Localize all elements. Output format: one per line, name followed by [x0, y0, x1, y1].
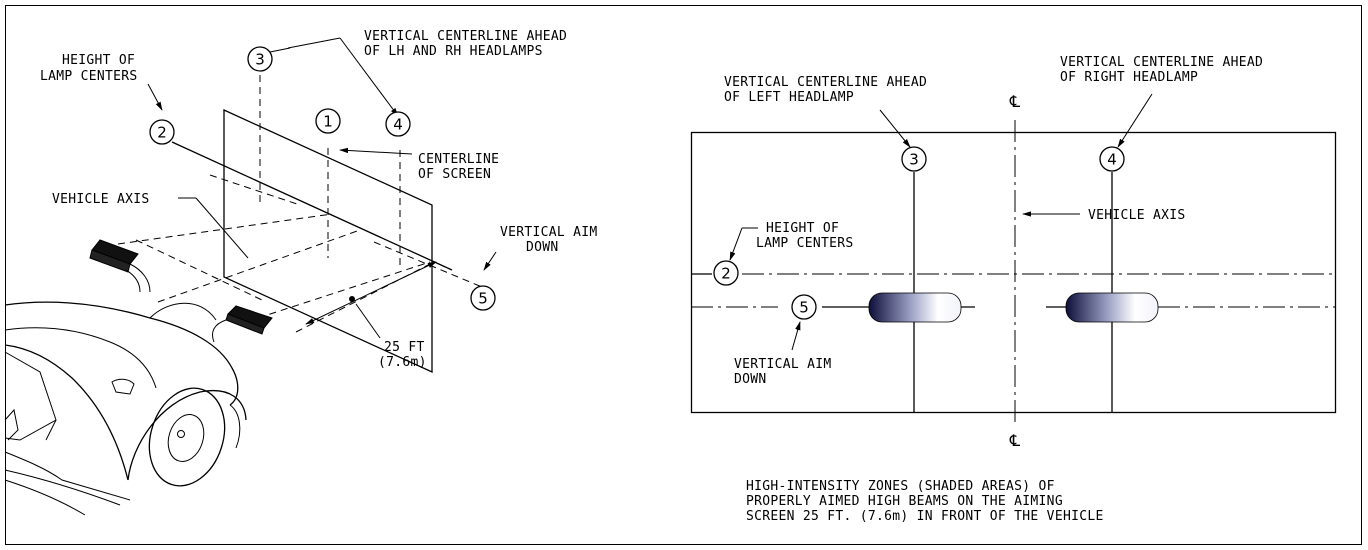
label-left-headlamp-line1: VERTICAL CENTERLINE AHEAD — [724, 75, 927, 90]
label-distance-line2: (7.6m) — [378, 355, 427, 370]
label-right-headlamp-line2: OF RIGHT HEADLAMP — [1060, 70, 1198, 85]
centerline-symbol-top: ℄ — [1009, 92, 1021, 111]
label-right-height-line1: HEIGHT OF — [766, 221, 839, 236]
label-vertical-centerline-lh-rh-line1: VERTICAL CENTERLINE AHEAD — [364, 29, 567, 44]
callout-right-3-number: 3 — [909, 151, 919, 169]
callout-5-number: 5 — [478, 290, 488, 308]
height-of-lamp-centers-line — [171, 141, 453, 271]
leader-2 — [147, 83, 163, 111]
caption-line1: HIGH-INTENSITY ZONES (SHADED AREAS) OF — [746, 479, 1055, 494]
label-right-headlamp-line1: VERTICAL CENTERLINE AHEAD — [1060, 55, 1263, 70]
callout-right-2: 2 — [713, 260, 739, 286]
label-right-vertical-aim-line2: DOWN — [734, 372, 767, 387]
callout-2: 2 — [149, 119, 175, 145]
callout-2-number: 2 — [157, 124, 167, 142]
callout-4-number: 4 — [393, 116, 403, 134]
leader-right-3 — [879, 109, 911, 148]
label-vehicle-axis-left: VEHICLE AXIS — [52, 192, 150, 207]
label-vehicle-axis-right: VEHICLE AXIS — [1088, 208, 1186, 223]
aiming-screen — [223, 108, 433, 374]
diagram-frame — [5, 5, 1362, 545]
distance-marker — [349, 296, 355, 302]
leader-right-5 — [791, 321, 801, 351]
label-vertical-aim-down-line2: DOWN — [526, 240, 559, 255]
callout-3-number: 3 — [255, 51, 265, 69]
callout-1: 1 — [315, 108, 341, 134]
right-lamp-projection — [373, 241, 483, 288]
vehicle-outline — [4, 301, 247, 516]
screen-front-view: ℄ ℄ 3 4 2 5 VERTICAL CENTERLINE AHEAD OF… — [690, 55, 1337, 524]
label-vertical-aim-down-line1: VERTICAL AIM — [500, 225, 598, 240]
callout-right-5: 5 — [791, 294, 817, 320]
distance-dimension-line — [305, 261, 437, 325]
vehicle-axis-line — [135, 239, 263, 301]
right-high-intensity-zone — [1065, 292, 1159, 323]
right-lamp-ground-ray — [257, 261, 431, 319]
callout-1-number: 1 — [323, 113, 333, 131]
leader-centerline-screen — [339, 147, 413, 155]
leader-right-4 — [1117, 93, 1153, 148]
aiming-screen-rect — [690, 131, 1337, 414]
left-lamp-upper-ray — [117, 213, 333, 245]
callout-right-4-number: 4 — [1107, 151, 1117, 169]
label-centerline-of-screen-line1: CENTERLINE — [418, 152, 499, 167]
label-centerline-of-screen-line2: OF SCREEN — [418, 167, 491, 182]
callout-right-2-number: 2 — [721, 265, 731, 283]
callout-5: 5 — [470, 285, 496, 311]
leader-vertical-aim — [483, 251, 497, 271]
caption-line2: PROPERLY AIMED HIGH BEAMS ON THE AIMING — [746, 494, 1063, 509]
label-left-headlamp-line2: OF LEFT HEADLAMP — [724, 90, 854, 105]
left-headlamp — [89, 239, 151, 293]
leader-3 — [287, 37, 341, 49]
callout-right-4: 4 — [1099, 146, 1125, 172]
caption-line3: SCREEN 25 FT. (7.6m) IN FRONT OF THE VEH… — [746, 509, 1104, 524]
label-vertical-centerline-lh-rh-line2: OF LH AND RH HEADLAMPS — [364, 44, 543, 59]
right-headlamp — [212, 305, 273, 343]
leader-distance — [355, 303, 381, 339]
centerline-symbol-bottom: ℄ — [1009, 431, 1021, 450]
callout-right-5-number: 5 — [799, 299, 809, 317]
label-right-height-line2: LAMP CENTERS — [756, 236, 854, 251]
label-height-of-lamp-centers-line1: HEIGHT OF — [62, 53, 135, 68]
left-lamp-projection — [209, 174, 301, 206]
callout-right-3: 3 — [901, 146, 927, 172]
label-right-vertical-aim-line1: VERTICAL AIM — [734, 357, 832, 372]
callout-4: 4 — [385, 111, 411, 137]
perspective-view: 3 2 1 4 5 HEIGHT OF LAMP CENTERS VERTICA… — [4, 29, 598, 516]
label-distance-line1: 25 FT — [384, 340, 425, 355]
left-lamp-ground-ray — [157, 229, 361, 303]
callout-3: 3 — [247, 46, 273, 72]
label-height-of-lamp-centers-line2: LAMP CENTERS — [40, 69, 138, 84]
left-high-intensity-zone — [868, 292, 962, 323]
